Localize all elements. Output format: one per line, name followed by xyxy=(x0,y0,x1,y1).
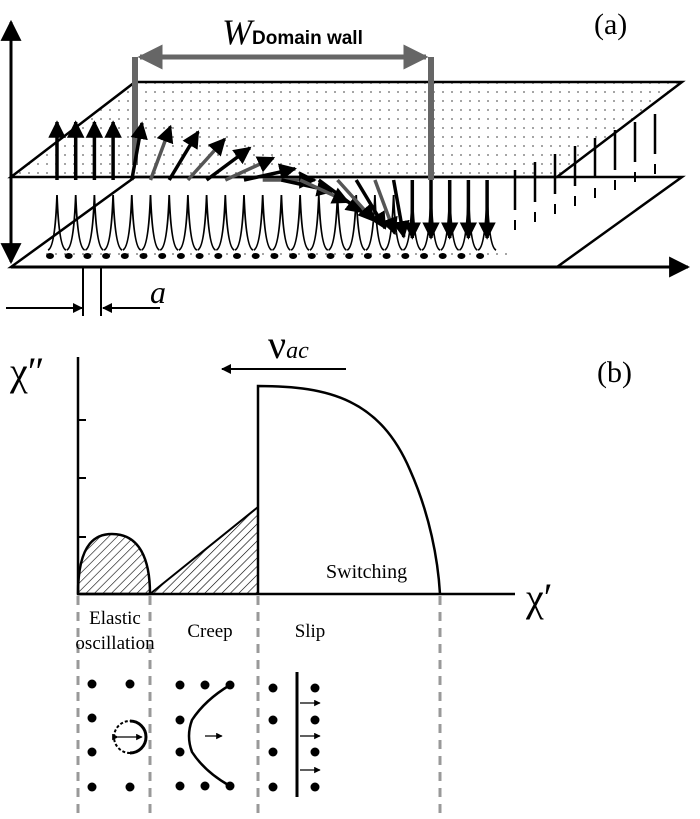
creep-label: Creep xyxy=(187,621,233,642)
pinning-well xyxy=(122,194,142,251)
pinning-well xyxy=(234,194,254,251)
lattice-site xyxy=(382,253,391,259)
lattice-site xyxy=(120,253,129,259)
pinning-well xyxy=(66,194,86,251)
spin-arrow xyxy=(391,179,410,239)
lattice-site xyxy=(195,253,204,259)
spin-arrows xyxy=(48,120,496,240)
pinning-well xyxy=(47,194,67,251)
spin-arrow xyxy=(336,178,376,223)
pinning-well xyxy=(365,194,385,251)
lattice-site xyxy=(289,253,298,259)
wall-width-subscript: Domain wall xyxy=(252,28,363,49)
pinning-well xyxy=(290,194,310,251)
spin-arrow xyxy=(148,124,174,181)
pinning-well xyxy=(178,194,198,251)
lattice-site xyxy=(401,253,410,259)
chi-double-prime-label: χ″ xyxy=(10,349,45,394)
panel-b-label: (b) xyxy=(597,356,632,389)
spin-arrow xyxy=(186,137,227,182)
pinning-well xyxy=(140,194,161,251)
spin-arrow xyxy=(167,130,200,181)
lattice-site xyxy=(158,253,167,259)
spin-arrow xyxy=(224,156,276,182)
panel-b-plot xyxy=(76,357,515,815)
lattice-spacing-label: a xyxy=(150,274,166,310)
wall-width-symbol: W xyxy=(222,12,252,52)
pinning-well xyxy=(327,194,348,251)
lattice-site xyxy=(363,253,372,259)
elastic-oscillation-region xyxy=(76,532,152,596)
pinning-well xyxy=(159,194,179,251)
pinning-well xyxy=(271,194,291,251)
lattice-site xyxy=(326,253,335,259)
spin-arrow xyxy=(373,179,398,236)
spin-arrow xyxy=(205,146,252,182)
lattice-site xyxy=(102,253,111,259)
pinning-well xyxy=(253,194,273,251)
spin-arrow xyxy=(243,163,297,182)
pinning-wells xyxy=(47,194,497,251)
switching-label: Switching xyxy=(326,561,408,583)
lattice-site xyxy=(420,253,428,259)
panel-a-label: (a) xyxy=(594,8,628,41)
pinning-well xyxy=(346,194,366,251)
lattice-sites xyxy=(46,253,485,259)
elastic-sketch xyxy=(87,679,148,792)
lattice-site xyxy=(307,253,316,259)
lattice-site xyxy=(438,253,447,259)
lattice-site xyxy=(46,253,54,259)
pinning-well xyxy=(215,194,235,251)
frequency-label: νac xyxy=(268,325,309,365)
creep-sketch xyxy=(175,680,235,791)
lattice-site xyxy=(457,253,466,259)
wall-width-label: WDomain wall xyxy=(222,14,363,50)
pinning-well xyxy=(84,194,104,251)
elastic-label-line1: Elastic xyxy=(89,608,141,629)
chi-prime-label: χ′ xyxy=(526,575,553,620)
lattice-site xyxy=(176,253,185,259)
lattice-site xyxy=(64,253,73,259)
slip-label: Slip xyxy=(294,621,326,642)
lattice-site xyxy=(476,253,485,259)
pinning-well xyxy=(103,194,123,251)
lattice-site xyxy=(233,253,241,259)
spin-arrow xyxy=(130,121,148,181)
frequency-subscript: ac xyxy=(286,338,309,364)
lattice-site xyxy=(251,253,260,259)
lattice-site xyxy=(270,253,279,259)
elastic-label-line2: oscillation xyxy=(75,633,155,654)
spin-arrow xyxy=(317,178,364,214)
lattice-site xyxy=(345,253,354,259)
background-spins xyxy=(513,114,657,230)
pinning-well xyxy=(384,194,404,251)
lattice-site xyxy=(83,253,92,259)
lattice-site xyxy=(214,253,223,259)
spin-arrow xyxy=(354,179,387,230)
pinning-well xyxy=(197,194,217,251)
frequency-symbol: ν xyxy=(268,322,287,367)
switching-curve xyxy=(256,384,442,595)
lattice-site xyxy=(139,253,148,259)
panel-a-schematic xyxy=(0,19,691,316)
slip-sketch xyxy=(268,672,321,797)
spin-arrow xyxy=(299,178,350,204)
creep-region xyxy=(147,504,259,595)
regime-separators xyxy=(76,596,442,815)
pinning-well xyxy=(309,194,329,251)
